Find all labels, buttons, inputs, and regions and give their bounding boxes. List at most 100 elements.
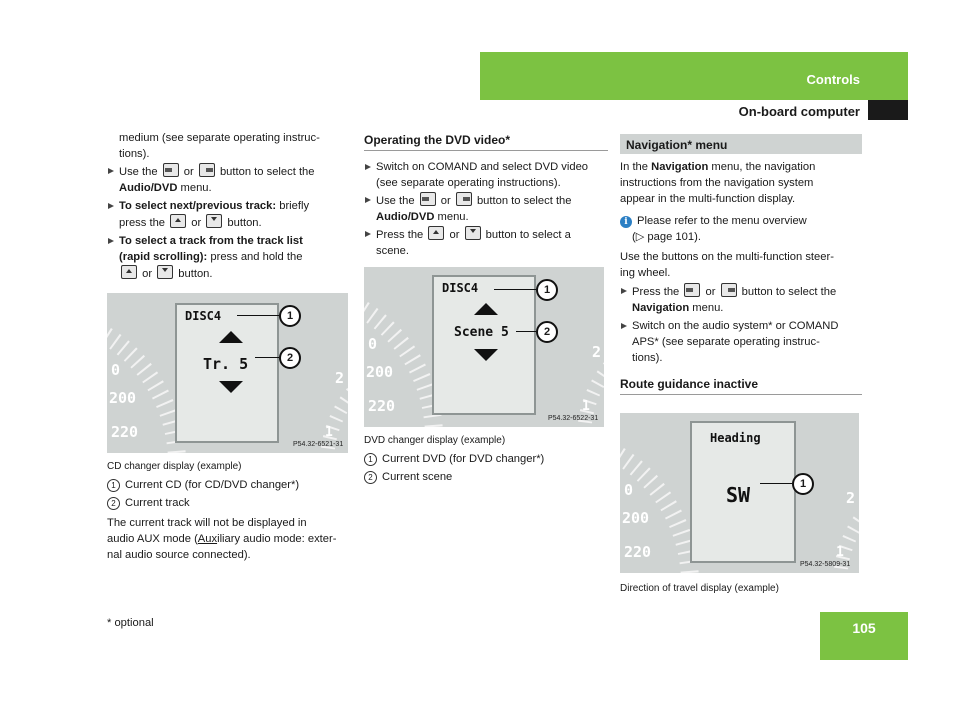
menu-right-button-icon: [720, 283, 737, 297]
text: The current track will not be displayed …: [107, 517, 307, 529]
gauge-label: 2: [592, 343, 602, 361]
text: Current track: [125, 497, 190, 509]
text: Current scene: [382, 471, 453, 483]
text: briefly: [276, 200, 310, 212]
text: scene.: [376, 245, 409, 257]
menu-left-button-icon: [162, 163, 179, 177]
navigation-intro: In the Navigation menu, the navigation i…: [620, 159, 862, 207]
text: Please refer to the menu overview: [637, 215, 807, 227]
text: or: [183, 166, 194, 178]
gauge-label: 200: [622, 509, 650, 527]
down-button-icon: [464, 226, 481, 240]
gauge-label: 1: [582, 399, 590, 414]
callout-line: [237, 315, 279, 316]
text: Aux: [197, 533, 218, 545]
text: button to select the: [219, 166, 315, 178]
bullet-select-audio: Use the or button to select the Audio/DV…: [107, 163, 352, 196]
menu-right-button-icon: [198, 163, 215, 177]
up-button-icon: [170, 214, 187, 228]
column-1: medium (see separate operating instruc- …: [107, 130, 352, 282]
text: Press the: [632, 286, 680, 298]
menu-left-button-icon: [684, 283, 701, 297]
lcd-track-label: Tr. 5: [203, 355, 249, 373]
bold-label: To select a track from the track list (r…: [119, 235, 303, 263]
callout-1: 1: [792, 473, 814, 495]
divider: [620, 394, 862, 395]
up-button-icon: [121, 265, 137, 279]
gauge-label: 0: [111, 361, 121, 379]
callout-2-icon: 2: [107, 497, 120, 510]
lcd-disc-label: DISC4: [185, 309, 222, 323]
menu-right-button-icon: [455, 192, 472, 206]
bullet-switch-on: Switch on the audio system* or COMAND AP…: [620, 318, 862, 366]
bold-label: To select next/previous track:: [119, 200, 277, 212]
arrow-up-icon: [474, 303, 498, 315]
page-reference: (▷ page 101).: [632, 231, 701, 243]
header-section-tab: Controls: [480, 52, 908, 100]
text: button.: [178, 268, 213, 280]
text: Press the: [376, 229, 424, 241]
text: menu.: [689, 302, 724, 314]
header-black-block: [868, 100, 908, 120]
text: audio AUX mode (: [107, 533, 198, 545]
bullet-select-audio: Use the or button to select the Audio/DV…: [364, 192, 608, 225]
text: press and hold the: [207, 251, 303, 263]
lcd-disc-label: DISC4: [442, 281, 479, 295]
figure-code: P54.32-5809-31: [800, 561, 851, 568]
text: or: [142, 268, 153, 280]
section-title: Controls: [806, 72, 860, 87]
multi-function-display: DISC4 Scene 5: [432, 275, 536, 415]
legend-item-2: 2 Current scene: [364, 469, 608, 485]
info-icon: i: [620, 216, 632, 228]
figure-caption: CD changer display (example): [107, 461, 242, 472]
figure-code: P54.32-6521-31: [293, 441, 344, 448]
text: menu.: [434, 211, 469, 223]
callout-line: [255, 357, 279, 358]
callout-line: [760, 483, 792, 484]
gauge-label: 220: [111, 423, 139, 441]
gauge-label: 1: [836, 545, 844, 560]
gauge-label: 1: [325, 425, 333, 440]
gauge-label: 220: [624, 543, 652, 561]
gauge-label: 200: [109, 389, 137, 407]
text: or: [449, 229, 460, 241]
text: button to select the: [476, 195, 572, 207]
callout-2-icon: 2: [364, 471, 377, 484]
text: Use the: [119, 166, 158, 178]
bullet-rapid-scroll: To select a track from the track list (r…: [107, 233, 352, 282]
menu-name: Navigation: [632, 302, 690, 314]
figure-caption: Direction of travel display (example): [620, 583, 779, 594]
page-title: On-board computer: [738, 104, 860, 119]
column-2: Operating the DVD video* Switch on COMAN…: [364, 132, 608, 259]
lcd-scene-label: Scene 5: [454, 325, 509, 340]
text: or: [705, 286, 716, 298]
multi-function-display: DISC4 Tr. 5: [175, 303, 279, 443]
down-button-icon: [157, 265, 174, 279]
gauge-label: 200: [366, 363, 394, 381]
bullet-select-navigation: Press the or button to select the Naviga…: [620, 283, 862, 316]
up-button-icon: [428, 226, 445, 240]
text: In the: [620, 161, 652, 173]
text: button to select a: [485, 229, 571, 241]
callout-1-icon: 1: [107, 479, 120, 492]
cd-changer-figure: 0 200 220 2 1 DISC4 Tr. 5 1 2 P54.32-652…: [107, 293, 348, 453]
text: iliary audio mode: exter-: [217, 533, 337, 545]
figure-code: P54.32-6522-31: [548, 415, 599, 422]
direction-display-figure: 0 200 220 2 1 Heading SW 1 P54.32-5809-3…: [620, 413, 859, 573]
steering-wheel-note: Use the buttons on the multi-function st…: [620, 251, 834, 279]
intro-text: medium (see separate operating instruc- …: [119, 132, 320, 160]
gauge-label: 0: [368, 335, 378, 353]
callout-line: [516, 331, 536, 332]
dvd-changer-figure: 0 200 220 2 1 DISC4 Scene 5 1 2 P54.32-6…: [364, 267, 604, 427]
section-heading: Operating the DVD video*: [364, 133, 511, 147]
subheading: Route guidance inactive: [620, 377, 759, 391]
arrow-down-icon: [474, 349, 498, 361]
lcd-direction-label: SW: [726, 483, 751, 507]
callout-2: 2: [279, 347, 301, 369]
callout-1: 1: [536, 279, 558, 301]
text: press the: [119, 217, 166, 229]
callout-1: 1: [279, 305, 301, 327]
divider: [364, 150, 608, 151]
